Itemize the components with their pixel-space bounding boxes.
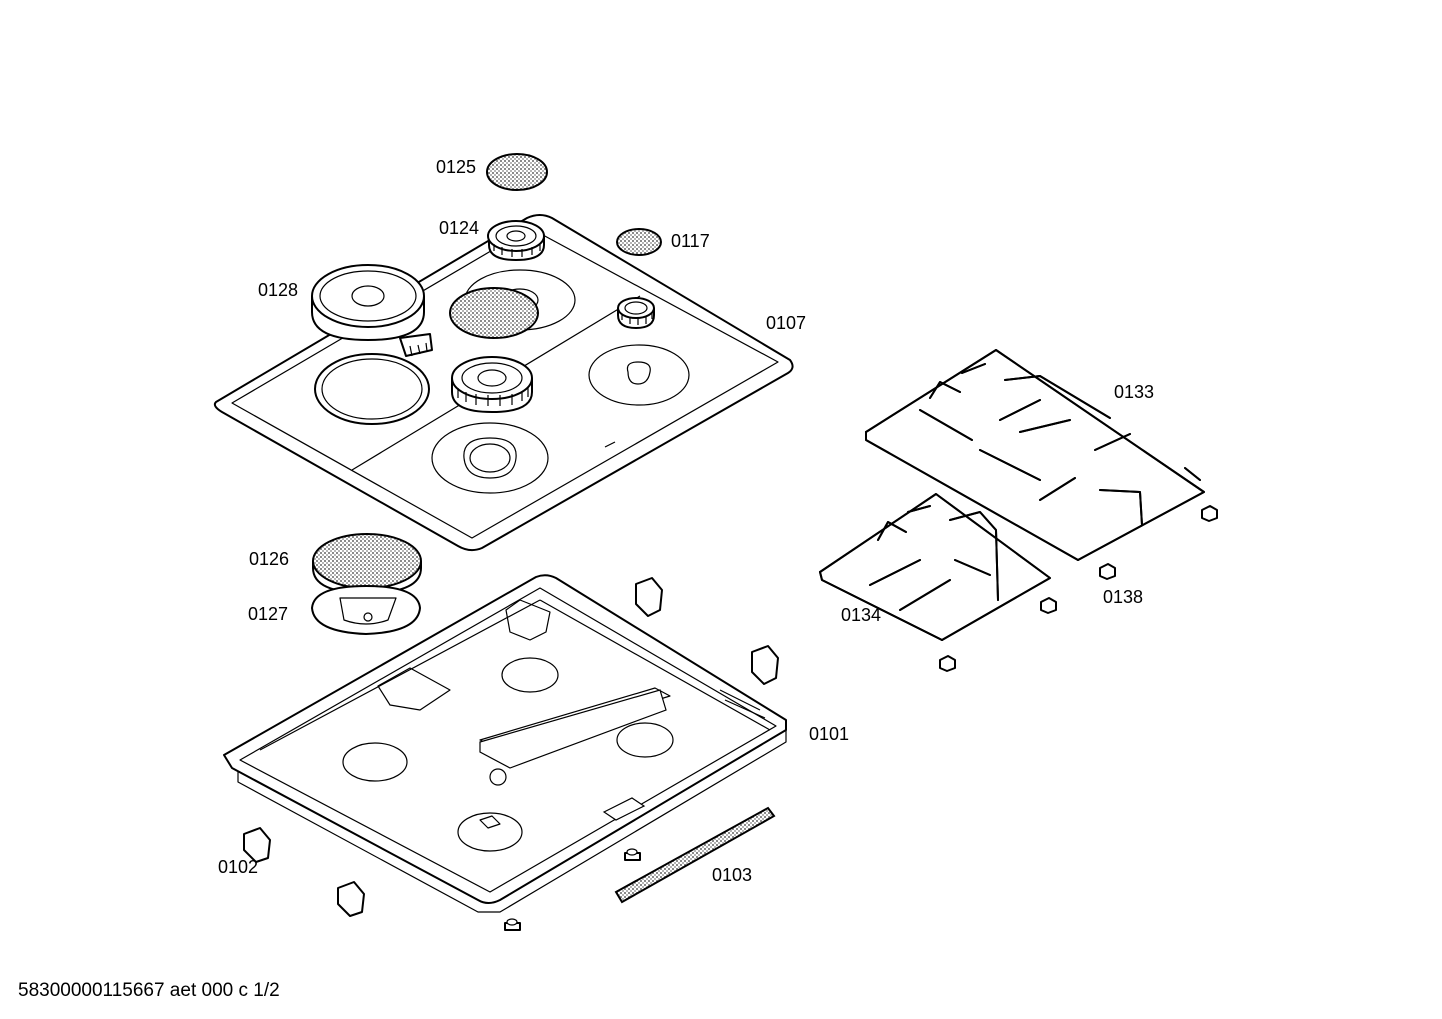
burner-medium (487, 220, 545, 261)
pan-support-0134 (819, 493, 1051, 641)
burner-large (451, 356, 533, 413)
label-0102: 0102 (218, 857, 258, 877)
hotplate (311, 264, 433, 357)
label-0124: 0124 (439, 218, 479, 238)
burner-cap-0125 (486, 153, 548, 191)
base-tray (223, 574, 787, 913)
label-0101: 0101 (809, 724, 849, 744)
cap-0127 (311, 585, 421, 635)
label-0138: 0138 (1103, 587, 1143, 607)
cap-0126 (312, 533, 422, 594)
screws (504, 848, 641, 931)
pan-support-0133 (865, 349, 1205, 561)
drawing-reference: 58300000115667 aet 000 c 1/2 (18, 980, 280, 1001)
label-0125: 0125 (436, 157, 476, 177)
label-0117: 0117 (671, 231, 710, 251)
label-0103: 0103 (712, 865, 752, 885)
burner-cap-0117 (616, 228, 662, 256)
rubber-feet (939, 505, 1218, 672)
label-0134: 0134 (841, 605, 881, 625)
burner-small (617, 297, 655, 329)
label-0127: 0127 (248, 604, 288, 624)
seal-strip (614, 806, 776, 904)
label-0133: 0133 (1114, 382, 1154, 402)
burner-cap (449, 287, 539, 339)
label-0107: 0107 (766, 313, 806, 333)
label-0126: 0126 (249, 549, 289, 569)
label-0128: 0128 (258, 280, 298, 300)
clips (243, 577, 779, 917)
